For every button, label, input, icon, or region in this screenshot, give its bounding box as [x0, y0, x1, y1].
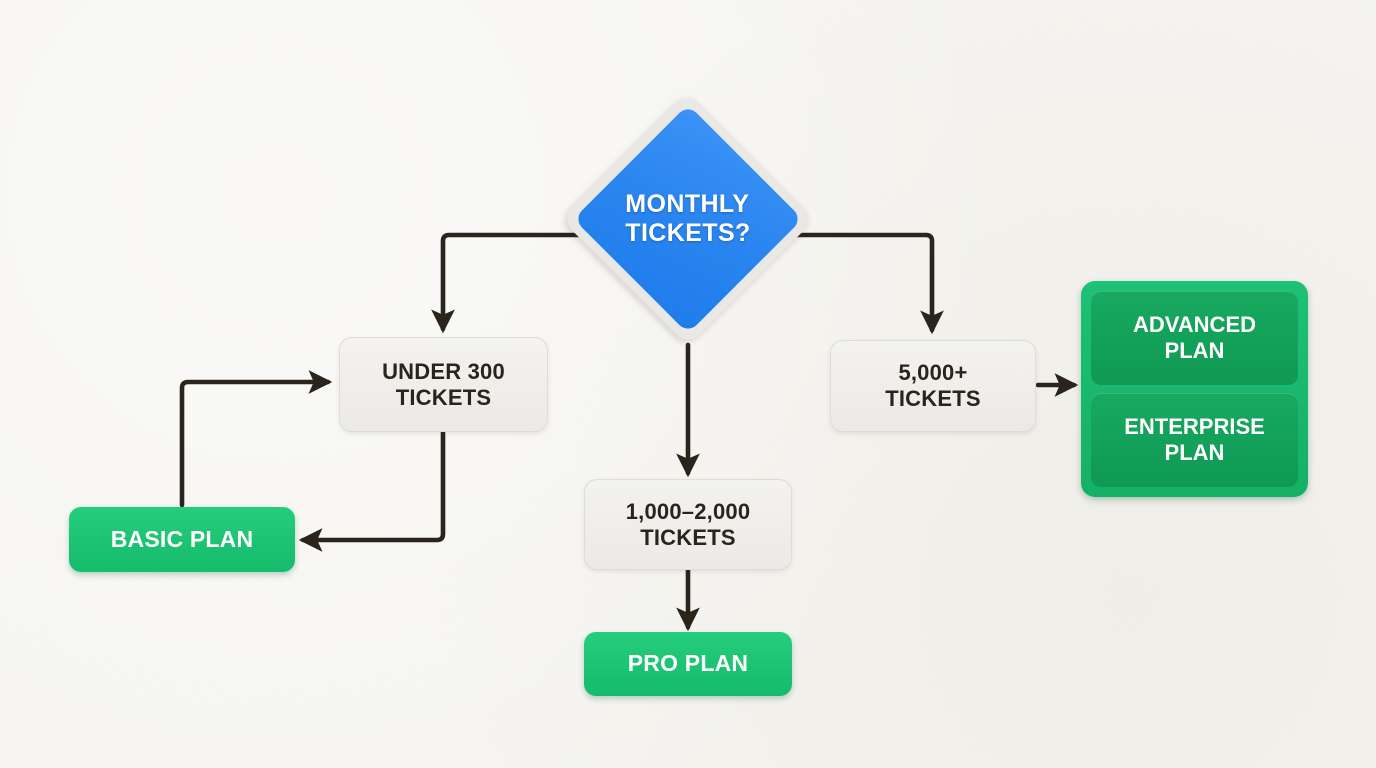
plan-node-pro[interactable]: PRO PLAN	[584, 632, 792, 696]
plan-node-enterprise-label: ENTERPRISE PLAN	[1124, 414, 1265, 465]
plan-node-basic-label: BASIC PLAN	[110, 525, 254, 552]
volume-node-mid-volume[interactable]: 1,000–2,000 TICKETS	[584, 479, 792, 570]
plan-node-advanced[interactable]: ADVANCED PLAN	[1091, 291, 1298, 385]
connector-loop-to-under-300	[179, 370, 333, 508]
volume-node-under-300-label: UNDER 300 TICKETS	[382, 358, 505, 410]
plan-node-pro-label: PRO PLAN	[627, 650, 749, 677]
decision-node-label: MONTHLY TICKETS?	[625, 190, 751, 247]
plan-group-enterprise[interactable]: ADVANCED PLAN ENTERPRISE PLAN	[1081, 281, 1308, 497]
volume-node-under-300[interactable]: UNDER 300 TICKETS	[339, 337, 548, 432]
plan-node-enterprise[interactable]: ENTERPRISE PLAN	[1091, 393, 1298, 487]
volume-node-high-volume-label: 5,000+ TICKETS	[885, 360, 981, 411]
volume-node-high-volume[interactable]: 5,000+ TICKETS	[830, 340, 1036, 432]
plan-node-basic[interactable]: BASIC PLAN	[69, 507, 295, 572]
connector-under-300-to-basic	[298, 429, 446, 552]
connector-decision-to-under-300	[431, 232, 588, 334]
decision-node-monthly-tickets[interactable]: MONTHLY TICKETS?	[560, 91, 816, 347]
volume-node-mid-volume-label: 1,000–2,000 TICKETS	[625, 498, 751, 550]
plan-node-advanced-label: ADVANCED PLAN	[1132, 312, 1257, 363]
connector-decision-to-high-volume	[788, 232, 944, 335]
